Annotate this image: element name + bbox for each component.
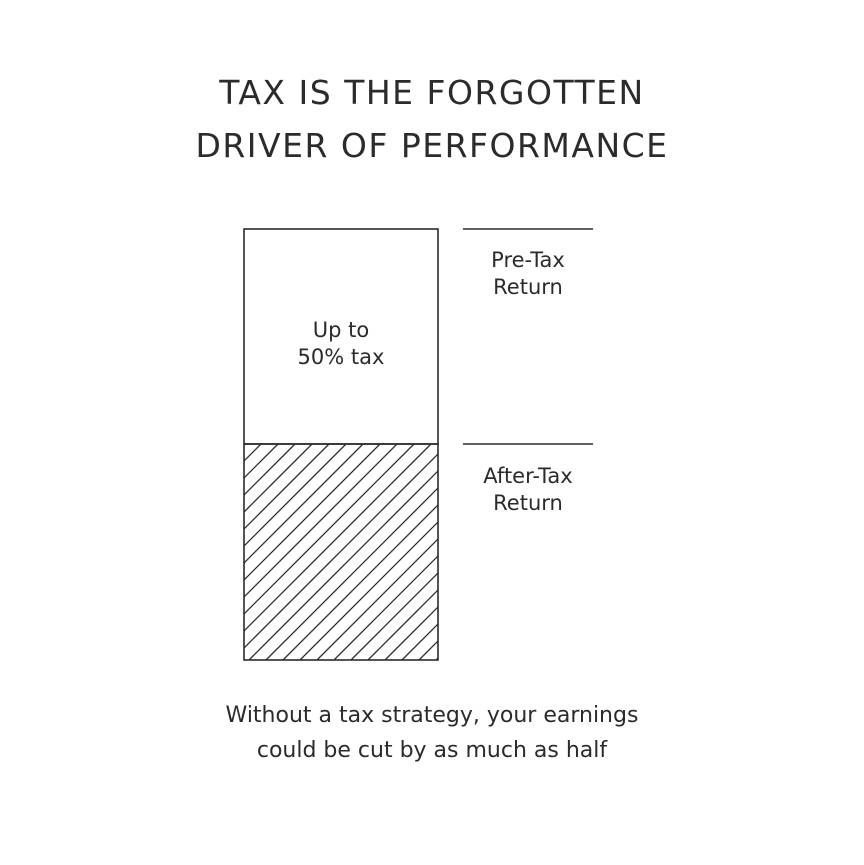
title-line-2: DRIVER OF PERFORMANCE (195, 126, 669, 165)
hatch-line (589, 444, 805, 660)
hatch-line (572, 444, 788, 660)
hatch-line (248, 470, 438, 660)
pre-tax-label-line-2: Return (493, 275, 563, 299)
tax-segment-label-line-2: 50% tax (297, 345, 385, 369)
hatch-line (623, 444, 839, 660)
tax-segment-label: Up to 50% tax (244, 317, 438, 371)
hatch-line (244, 444, 381, 581)
caption-line-2: could be cut by as much as half (256, 738, 608, 763)
hatch-line (244, 444, 398, 598)
hatch-line (282, 504, 438, 660)
hatch-line (367, 589, 438, 660)
hatch-line (244, 444, 245, 445)
page-title: TAX IS THE FORGOTTEN DRIVER OF PERFORMAN… (0, 66, 864, 172)
hatch-line (244, 444, 262, 462)
hatch-line (244, 444, 364, 564)
tax-segment-label-line-1: Up to (312, 318, 370, 342)
hatch-line (640, 444, 856, 660)
caption: Without a tax strategy, your earnings co… (0, 698, 864, 768)
hatch-line (244, 444, 347, 547)
hatch-line (244, 444, 415, 615)
hatch-line (350, 572, 438, 660)
hatch-line (244, 444, 330, 530)
hatch-line (265, 487, 438, 660)
title-line-1: TAX IS THE FORGOTTEN (219, 73, 645, 112)
hatch-line (316, 538, 438, 660)
after-tax-label-line-2: Return (493, 491, 563, 515)
hatch-line (333, 555, 438, 660)
after-tax-segment-box (243, 443, 439, 661)
caption-line-1: Without a tax strategy, your earnings (225, 703, 639, 728)
after-tax-label-line-1: After-Tax (483, 464, 573, 488)
hatch-line (299, 521, 438, 660)
hatch-line (244, 444, 296, 496)
hatch-line (244, 444, 313, 513)
hatch-line (606, 444, 822, 660)
after-tax-hatching (244, 444, 856, 660)
hatch-line (244, 453, 438, 649)
hatch-line (244, 444, 279, 479)
pre-tax-return-label: Pre-Tax Return (463, 247, 593, 301)
pre-tax-label-line-1: Pre-Tax (491, 248, 565, 272)
after-tax-return-label: After-Tax Return (458, 463, 598, 517)
hatch-line (384, 606, 438, 660)
hatch-line (244, 444, 432, 632)
